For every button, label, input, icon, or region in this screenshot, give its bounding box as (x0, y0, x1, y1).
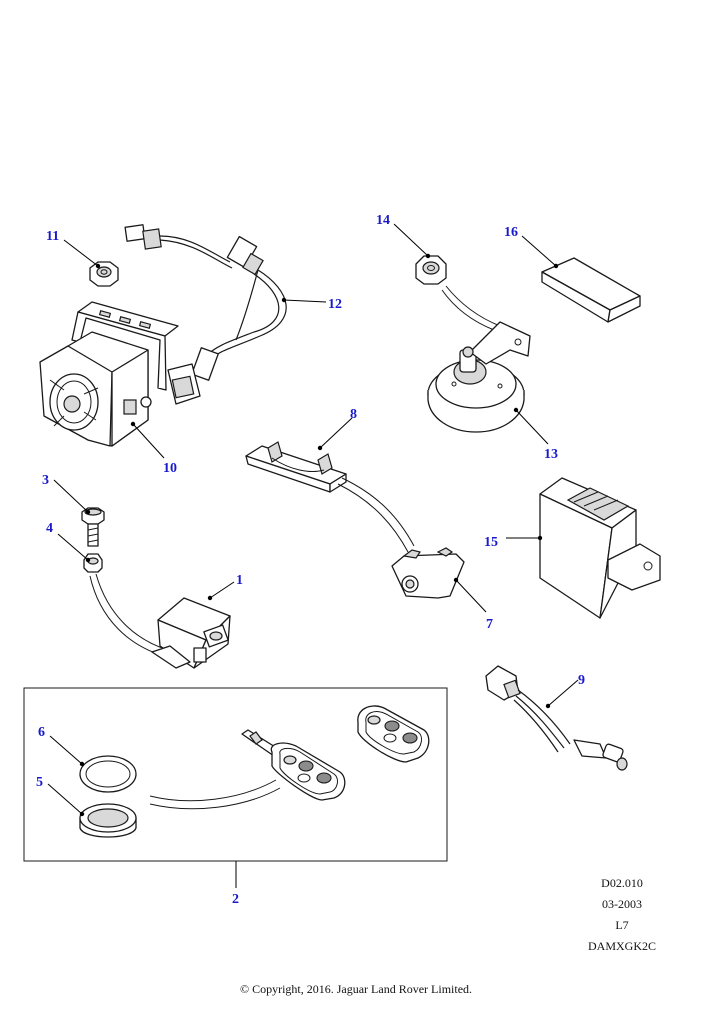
callout-13: 13 (544, 447, 558, 462)
callout-7: 7 (486, 617, 493, 632)
ref-part-code: DAMXGK2C (588, 939, 656, 953)
callout-5: 5 (36, 775, 43, 790)
bolt-part (81, 507, 105, 547)
ref-date: 03-2003 (602, 897, 642, 911)
horn-part (427, 321, 531, 433)
callout-9: 9 (578, 673, 585, 688)
callout-16: 16 (504, 225, 518, 240)
battery-part (79, 803, 137, 838)
harness-part (124, 224, 287, 405)
siren-part (39, 301, 179, 447)
sensor-housing-part (391, 547, 465, 599)
key-fob-part (241, 729, 346, 801)
callout-15: 15 (484, 535, 498, 550)
callout-10: 10 (163, 461, 177, 476)
callout-8: 8 (350, 407, 357, 422)
callout-2: 2 (232, 892, 239, 907)
nut-part-11 (89, 261, 119, 287)
nut-part-14 (415, 255, 447, 285)
copyright-text: © Copyright, 2016. Jaguar Land Rover Lim… (240, 982, 472, 996)
ref-model: L7 (615, 918, 628, 932)
ref-code: D02.010 (601, 876, 643, 890)
callout-4: 4 (46, 521, 53, 536)
callout-3: 3 (42, 473, 49, 488)
nut-part-4 (83, 553, 103, 573)
sensor-lead-part (485, 665, 628, 771)
module-part-1 (151, 597, 231, 669)
callout-14: 14 (376, 213, 390, 228)
callout-1: 1 (236, 573, 243, 588)
control-module-part (539, 477, 661, 619)
bezel-part (245, 441, 347, 493)
reference-block: D02.010 03-2003 L7 DAMXGK2C (588, 876, 656, 953)
callout-6: 6 (38, 725, 45, 740)
remote-fob-part (357, 705, 430, 763)
callout-11: 11 (46, 229, 59, 244)
callout-12: 12 (328, 297, 342, 312)
ring-part (79, 755, 137, 793)
pad-part (541, 257, 641, 323)
